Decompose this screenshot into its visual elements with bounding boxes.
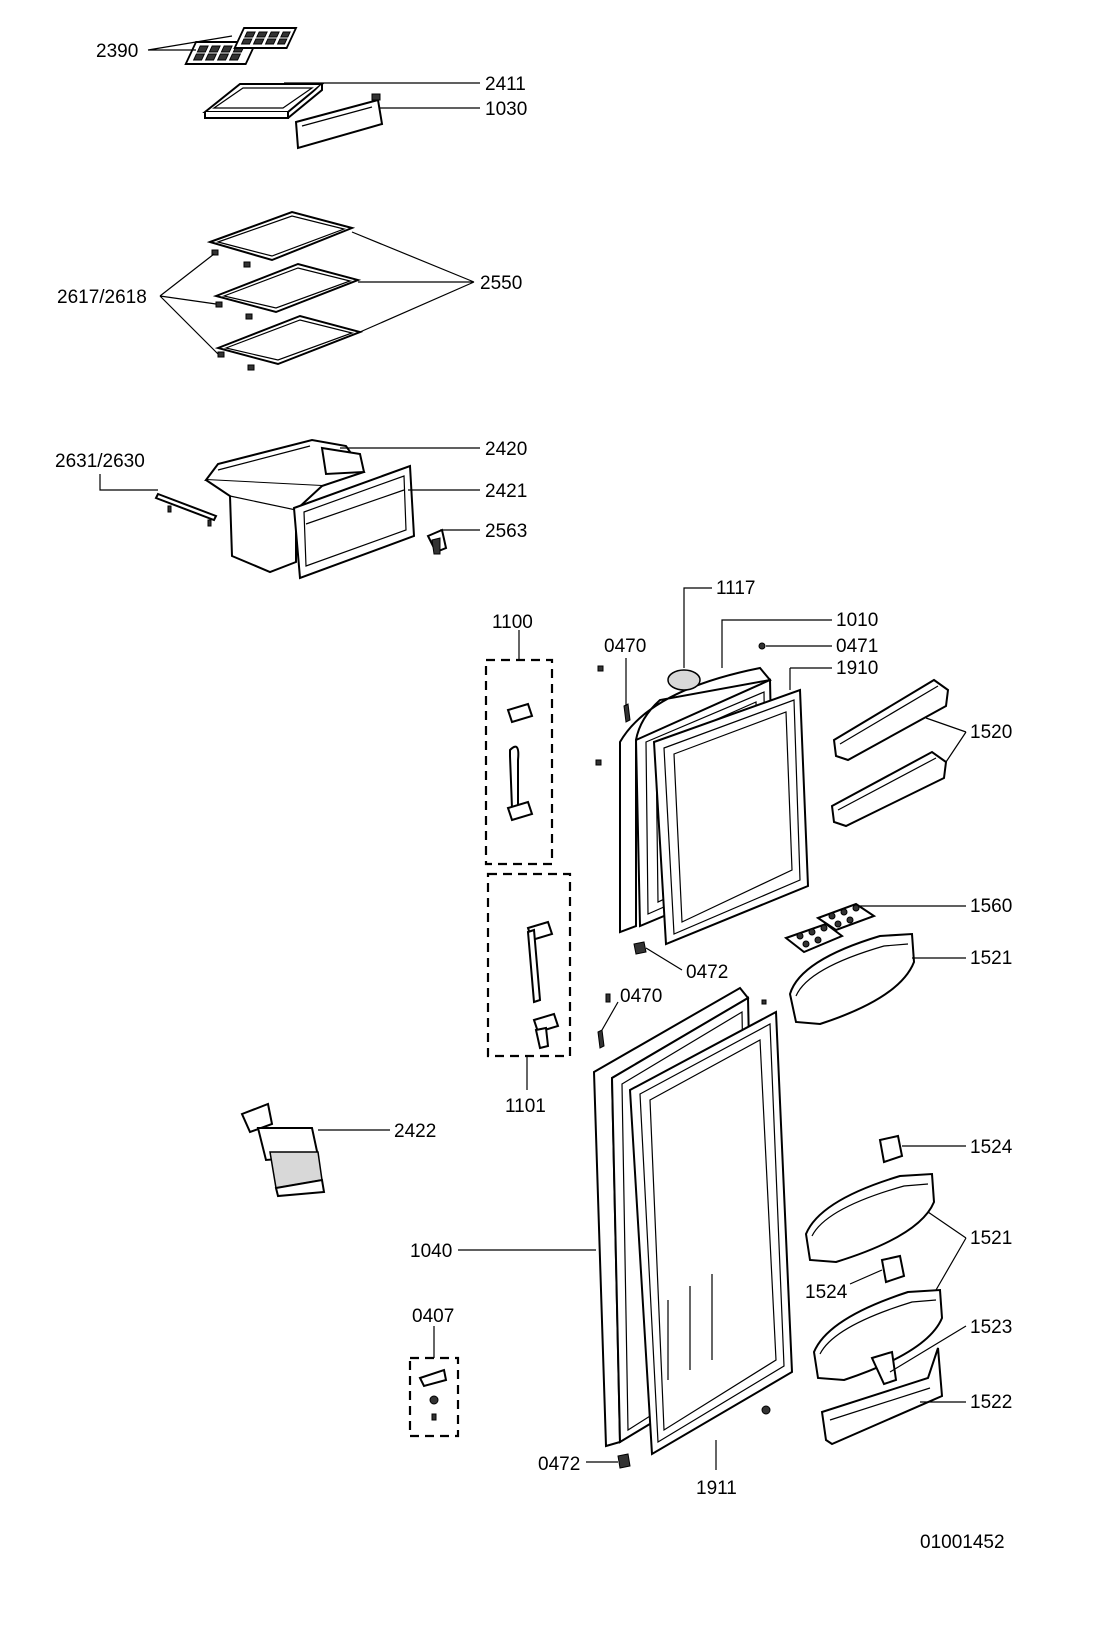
crisper-box [204,438,366,574]
freezer-gasket [652,688,810,946]
label-1521-upper: 1521 [970,948,1012,969]
crisper-cover [292,464,416,580]
bottle-shelf-upper [788,932,916,1026]
label-1010: 1010 [836,610,878,631]
lamp-cover [240,1102,326,1198]
label-0472-lower: 0472 [538,1454,580,1475]
label-1521-lower: 1521 [970,1228,1012,1249]
label-2563: 2563 [485,521,527,542]
label-2550: 2550 [480,273,522,294]
label-1524-lower: 1524 [805,1282,848,1303]
label-1117: 1117 [716,578,755,599]
label-1040: 1040 [410,1241,452,1262]
label-1910: 1910 [836,658,878,679]
hinge-kit [408,1326,460,1438]
crisper-clip [426,528,448,555]
label-1522: 1522 [970,1392,1012,1413]
fridge-handle-kit [486,872,572,1090]
bottle-rack [820,1347,944,1446]
door-stop-upper [878,1134,904,1164]
label-2631-2630: 2631/2630 [55,451,145,472]
glass-shelves [206,210,364,371]
freezer-flap [294,93,384,150]
diagram-id: 01001452 [920,1532,1005,1553]
freezer-handle-kit [484,630,554,866]
label-2617-2618: 2617/2618 [57,287,147,308]
label-0470-lower: 0470 [620,986,662,1007]
freezer-shelf [202,83,325,119]
label-2422: 2422 [394,1121,436,1142]
egg-trays [783,902,877,954]
label-2390: 2390 [96,41,138,62]
label-0471: 0471 [836,636,878,657]
label-1520: 1520 [970,722,1012,743]
label-1101: 1101 [505,1096,546,1117]
label-1560: 1560 [970,896,1012,917]
fridge-gasket [628,1010,794,1456]
label-0407: 0407 [412,1306,454,1327]
label-1100: 1100 [492,612,533,633]
label-2420: 2420 [485,439,527,460]
label-1524-upper: 1524 [970,1137,1013,1158]
label-1911: 1911 [696,1478,737,1499]
freezer-door-shelves [830,678,950,828]
label-0470-upper: 0470 [604,636,646,657]
label-0472-upper: 0472 [686,962,728,983]
label-2421: 2421 [485,481,527,502]
door-stop-lower [880,1254,906,1284]
bottle-retainer [870,1350,898,1386]
label-1523: 1523 [970,1317,1012,1338]
crisper-rail [154,492,218,527]
ice-trays [147,27,298,65]
bottle-shelves-lower [804,1172,944,1382]
label-2411: 2411 [485,74,526,95]
label-1030: 1030 [485,99,527,120]
